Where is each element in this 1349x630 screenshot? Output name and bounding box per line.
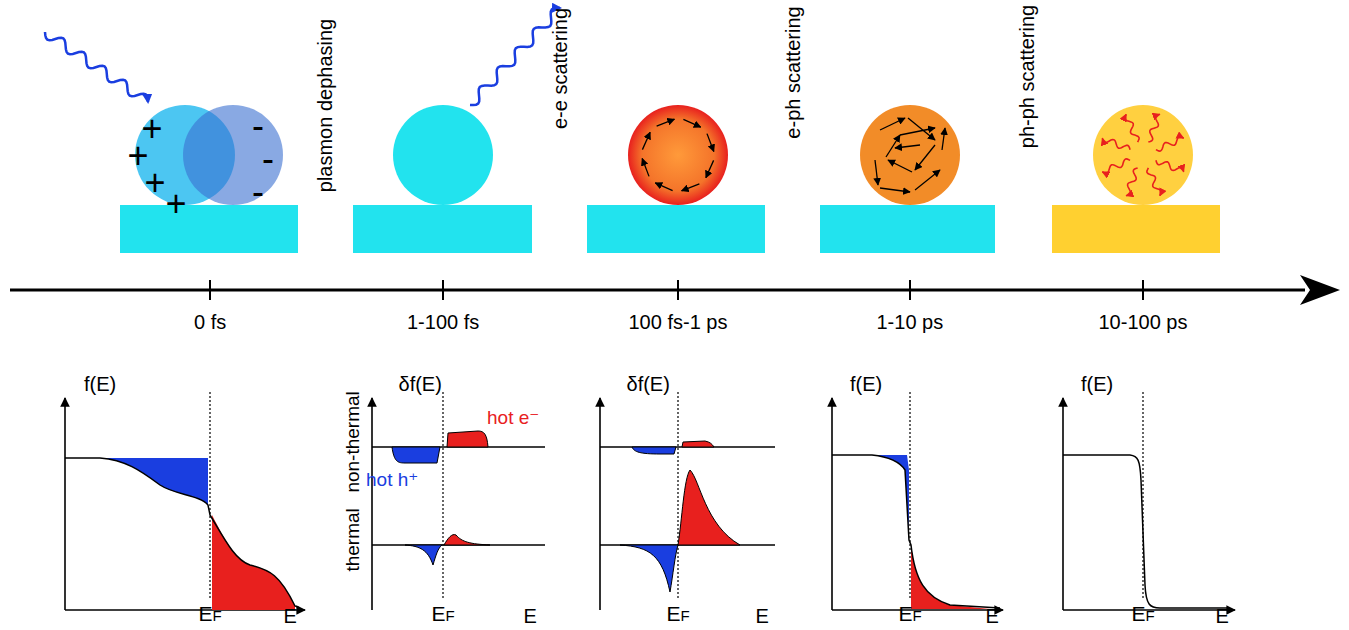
hot-electron-area	[212, 515, 295, 610]
row-label: thermal	[341, 508, 363, 571]
wave-arrow	[1147, 168, 1161, 196]
distribution-curve	[1063, 455, 1230, 608]
charge-sign: -	[252, 171, 264, 212]
electron-path	[642, 132, 650, 149]
fermi-label: EF	[899, 602, 922, 626]
time-label: 10-100 ps	[1099, 311, 1188, 334]
axis-label: f(E)	[84, 373, 116, 396]
electron-path	[875, 160, 878, 185]
substrate	[353, 205, 532, 253]
electron-path	[706, 160, 714, 177]
axis-label: δf(E)	[399, 373, 442, 396]
electron-path	[888, 160, 912, 172]
electron-path	[895, 145, 920, 148]
electron-path	[682, 184, 700, 191]
process-label: e-ph scattering	[782, 6, 805, 138]
wave-arrow	[470, 8, 560, 105]
carrier-label: hot h⁺	[366, 469, 418, 491]
fermi-level	[210, 392, 1143, 600]
substrate	[120, 205, 298, 253]
axes	[65, 398, 1235, 610]
distribution-change	[392, 431, 490, 565]
timeline-head	[1300, 275, 1340, 305]
tick	[210, 280, 1143, 300]
axis-label: f(E)	[850, 373, 882, 396]
axis-label: E	[1216, 605, 1229, 628]
fermi-label: EF	[432, 602, 455, 626]
nanoparticle	[860, 105, 960, 205]
time-label: 1-10 ps	[877, 311, 944, 334]
distribution-curve	[65, 458, 300, 608]
axis-label: E	[284, 605, 297, 628]
distribution-change	[620, 441, 740, 592]
distribution-curve	[832, 455, 1000, 608]
wave-arrow	[1148, 114, 1159, 142]
timeline	[10, 289, 1305, 292]
electron-path	[657, 119, 675, 126]
wave-arrow	[1102, 138, 1130, 149]
axis-label: f(E)	[1081, 373, 1113, 396]
axis-label: E	[524, 605, 537, 628]
charge-cloud	[183, 105, 283, 205]
wave-arrow	[1102, 159, 1130, 173]
electron-path	[915, 170, 940, 190]
substrate	[587, 205, 765, 253]
process-label: ph-ph scattering	[1016, 4, 1039, 147]
wave-arrow	[1126, 168, 1137, 196]
charge-sign: +	[166, 183, 187, 224]
wave-arrow	[1125, 114, 1139, 142]
electron-path	[942, 128, 945, 150]
electron-path	[886, 135, 900, 157]
charge-sign: +	[145, 162, 166, 203]
nanoparticle	[1093, 105, 1193, 205]
substrate	[1052, 205, 1220, 253]
electron-path	[880, 118, 905, 130]
electron-path	[655, 183, 672, 191]
axis-label: δf(E)	[627, 373, 670, 396]
nanoparticle	[393, 105, 493, 205]
substrate	[820, 205, 995, 253]
electron-path	[880, 188, 910, 192]
carrier-label: hot e⁻	[487, 407, 539, 429]
time-label: 100 fs-1 ps	[629, 311, 728, 334]
fermi-label: EF	[1132, 602, 1155, 626]
process-label: e-e scattering	[549, 7, 572, 128]
nanoparticle	[628, 105, 728, 205]
time-label: 0 fs	[194, 311, 226, 334]
wave-arrow	[1156, 137, 1184, 151]
wave-arrow	[45, 32, 148, 102]
wave-arrow	[1156, 160, 1184, 171]
fermi-label: EF	[667, 602, 690, 626]
electron-path	[900, 128, 935, 135]
process-label: plasmon dephasing	[314, 18, 337, 191]
axis-label: E	[756, 605, 769, 628]
electron-path	[915, 145, 935, 170]
electron-path	[707, 134, 714, 152]
electron-path	[642, 159, 649, 177]
axis-label: E	[986, 605, 999, 628]
time-label: 1-100 fs	[407, 311, 479, 334]
hot-electron-area	[911, 545, 990, 609]
row-label: non-thermal	[341, 391, 363, 492]
fermi-label: EF	[199, 602, 222, 626]
electron-path	[683, 119, 700, 127]
